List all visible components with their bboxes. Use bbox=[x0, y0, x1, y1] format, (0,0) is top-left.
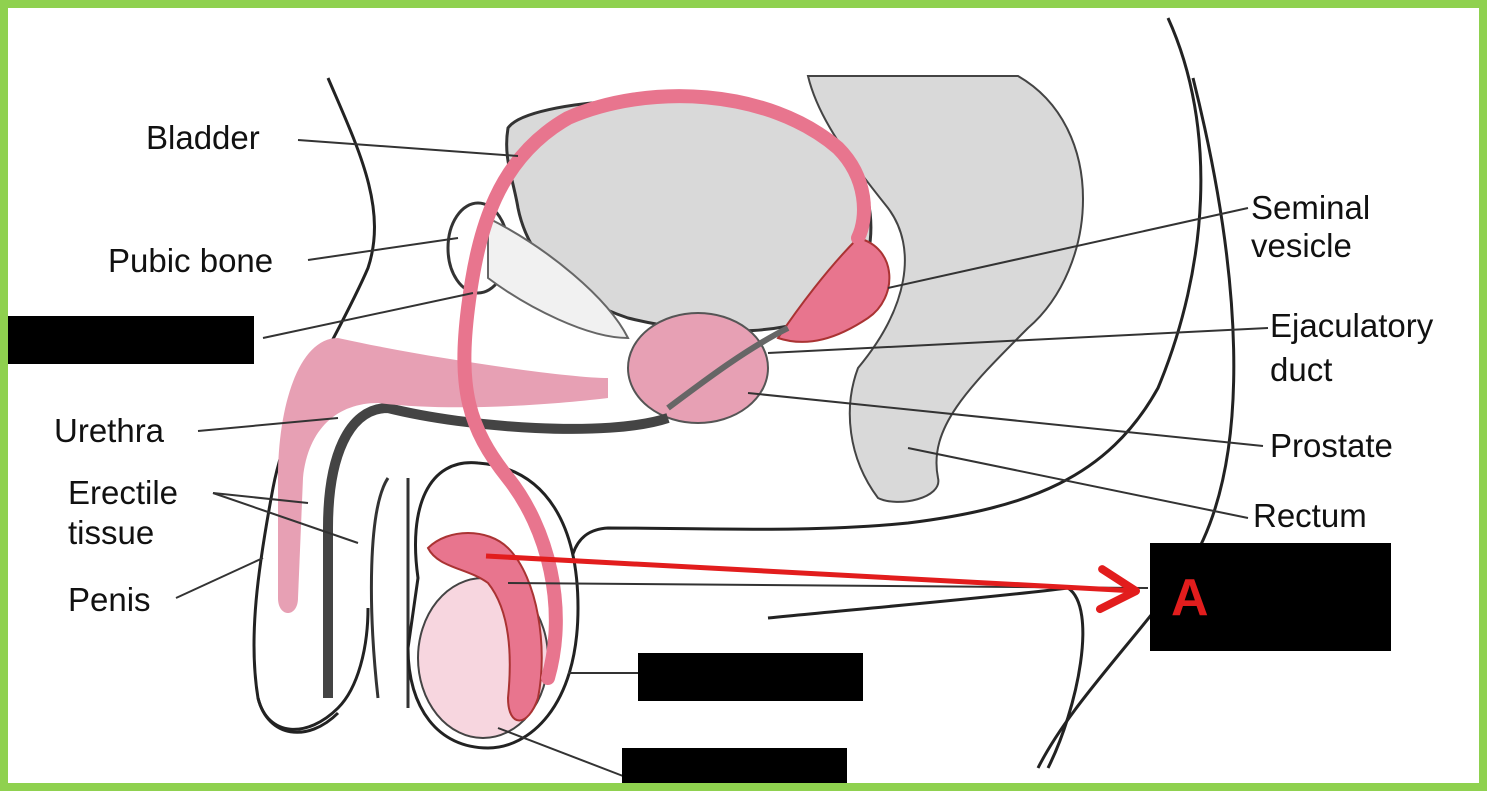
label-seminal-vesicle-1: Seminal bbox=[1251, 188, 1370, 228]
label-rectum: Rectum bbox=[1253, 496, 1367, 536]
label-seminal-vesicle-2: vesicle bbox=[1251, 226, 1352, 266]
leader-pubic-bone bbox=[308, 238, 458, 260]
leader-bladder bbox=[298, 140, 518, 156]
leader-rectum bbox=[908, 448, 1248, 518]
label-erectile-tissue-2: tissue bbox=[68, 513, 154, 553]
leader-prostate bbox=[748, 393, 1263, 446]
label-prostate: Prostate bbox=[1270, 426, 1393, 466]
prostate-shape bbox=[628, 313, 768, 423]
redacted-label-4 bbox=[622, 748, 847, 791]
label-pubic-bone: Pubic bone bbox=[108, 241, 273, 281]
label-erectile-tissue-1: Erectile bbox=[68, 473, 178, 513]
label-ejaculatory-duct-1: Ejaculatory bbox=[1270, 306, 1433, 346]
label-urethra: Urethra bbox=[54, 411, 164, 451]
redacted-label-1 bbox=[8, 316, 254, 364]
redacted-label-3 bbox=[638, 653, 863, 701]
inner-penis bbox=[371, 478, 388, 698]
penis-outline bbox=[258, 608, 368, 729]
leader-hidden-3 bbox=[498, 728, 623, 776]
leader-hidden-1 bbox=[263, 293, 473, 338]
label-penis: Penis bbox=[68, 580, 151, 620]
label-ejaculatory-duct-2: duct bbox=[1270, 350, 1332, 390]
label-bladder: Bladder bbox=[146, 118, 260, 158]
leader-penis bbox=[176, 558, 263, 598]
marker-a: A bbox=[1171, 568, 1209, 628]
